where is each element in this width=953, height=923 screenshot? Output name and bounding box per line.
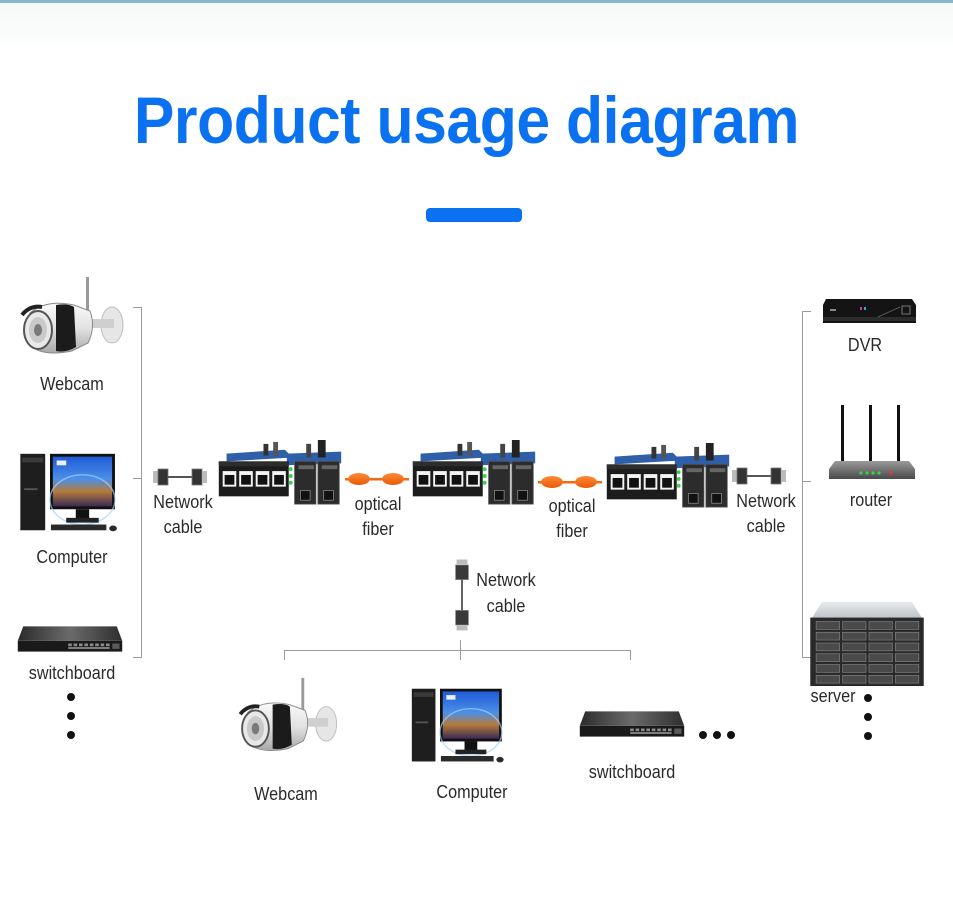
bottom-bracket-tick [630, 650, 631, 660]
more-dot [713, 731, 721, 739]
right-cable-label-2: cable [746, 516, 786, 536]
optical-fiber-icon [344, 470, 410, 488]
more-dot [864, 713, 872, 721]
network-cable-vertical-icon [452, 555, 472, 635]
fiber-1-label-1: optical [354, 494, 402, 514]
left-computer-label: Computer [36, 547, 108, 567]
fiber-2-label-2: fiber [556, 521, 588, 541]
page-title: Product usage diagram [133, 83, 800, 157]
switch-icon [16, 620, 124, 658]
top-band [0, 3, 953, 51]
fiber-2-label-1: optical [548, 496, 596, 516]
title-underline [426, 208, 522, 222]
left-cable-label-2: cable [163, 517, 203, 537]
more-dot [864, 732, 872, 740]
media-converter-left [216, 440, 344, 508]
left-bracket-tick [133, 657, 142, 658]
computer-icon [18, 450, 124, 536]
left-cable-label-1: Network [153, 492, 213, 512]
left-bracket-tick [133, 307, 142, 308]
webcam-icon [16, 274, 126, 366]
bottom-computer-label: Computer [436, 782, 508, 802]
network-cable-icon [731, 465, 787, 487]
router-icon [827, 403, 917, 488]
bottom-switchboard-label: switchboard [588, 762, 676, 782]
left-switchboard-label: switchboard [28, 663, 116, 683]
optical-fiber-icon [537, 473, 603, 491]
right-bracket [802, 311, 803, 657]
more-dot [864, 694, 872, 702]
fiber-1-label-2: fiber [362, 519, 394, 539]
more-dot [67, 731, 75, 739]
bottom-cable-label-2: cable [486, 596, 526, 616]
server-icon [808, 598, 926, 688]
router-label: router [849, 490, 893, 510]
left-webcam-label: Webcam [40, 374, 104, 394]
switch-icon [576, 706, 688, 742]
more-dot [67, 712, 75, 720]
more-dot [67, 693, 75, 701]
bottom-bracket [284, 650, 631, 651]
more-dot [699, 731, 707, 739]
computer-icon [410, 684, 510, 768]
bottom-webcam-label: Webcam [254, 784, 318, 804]
network-cable-icon [152, 466, 208, 488]
right-cable-label-1: Network [736, 491, 796, 511]
left-bracket [141, 307, 142, 657]
top-border [0, 0, 953, 3]
media-converter-center [410, 440, 538, 508]
media-converter-right [604, 443, 732, 511]
left-bracket-tick [133, 478, 142, 479]
server-label: server [810, 686, 856, 706]
bottom-bracket-tick [284, 650, 285, 660]
bottom-cable-label-1: Network [476, 570, 536, 590]
right-bracket-tick [802, 481, 811, 482]
bottom-bracket-tick [460, 640, 461, 660]
dvr-icon [822, 297, 917, 327]
right-bracket-tick [802, 311, 811, 312]
dvr-label: DVR [847, 335, 883, 355]
right-bracket-tick [802, 657, 811, 658]
webcam-icon [234, 676, 340, 762]
more-dot [727, 731, 735, 739]
